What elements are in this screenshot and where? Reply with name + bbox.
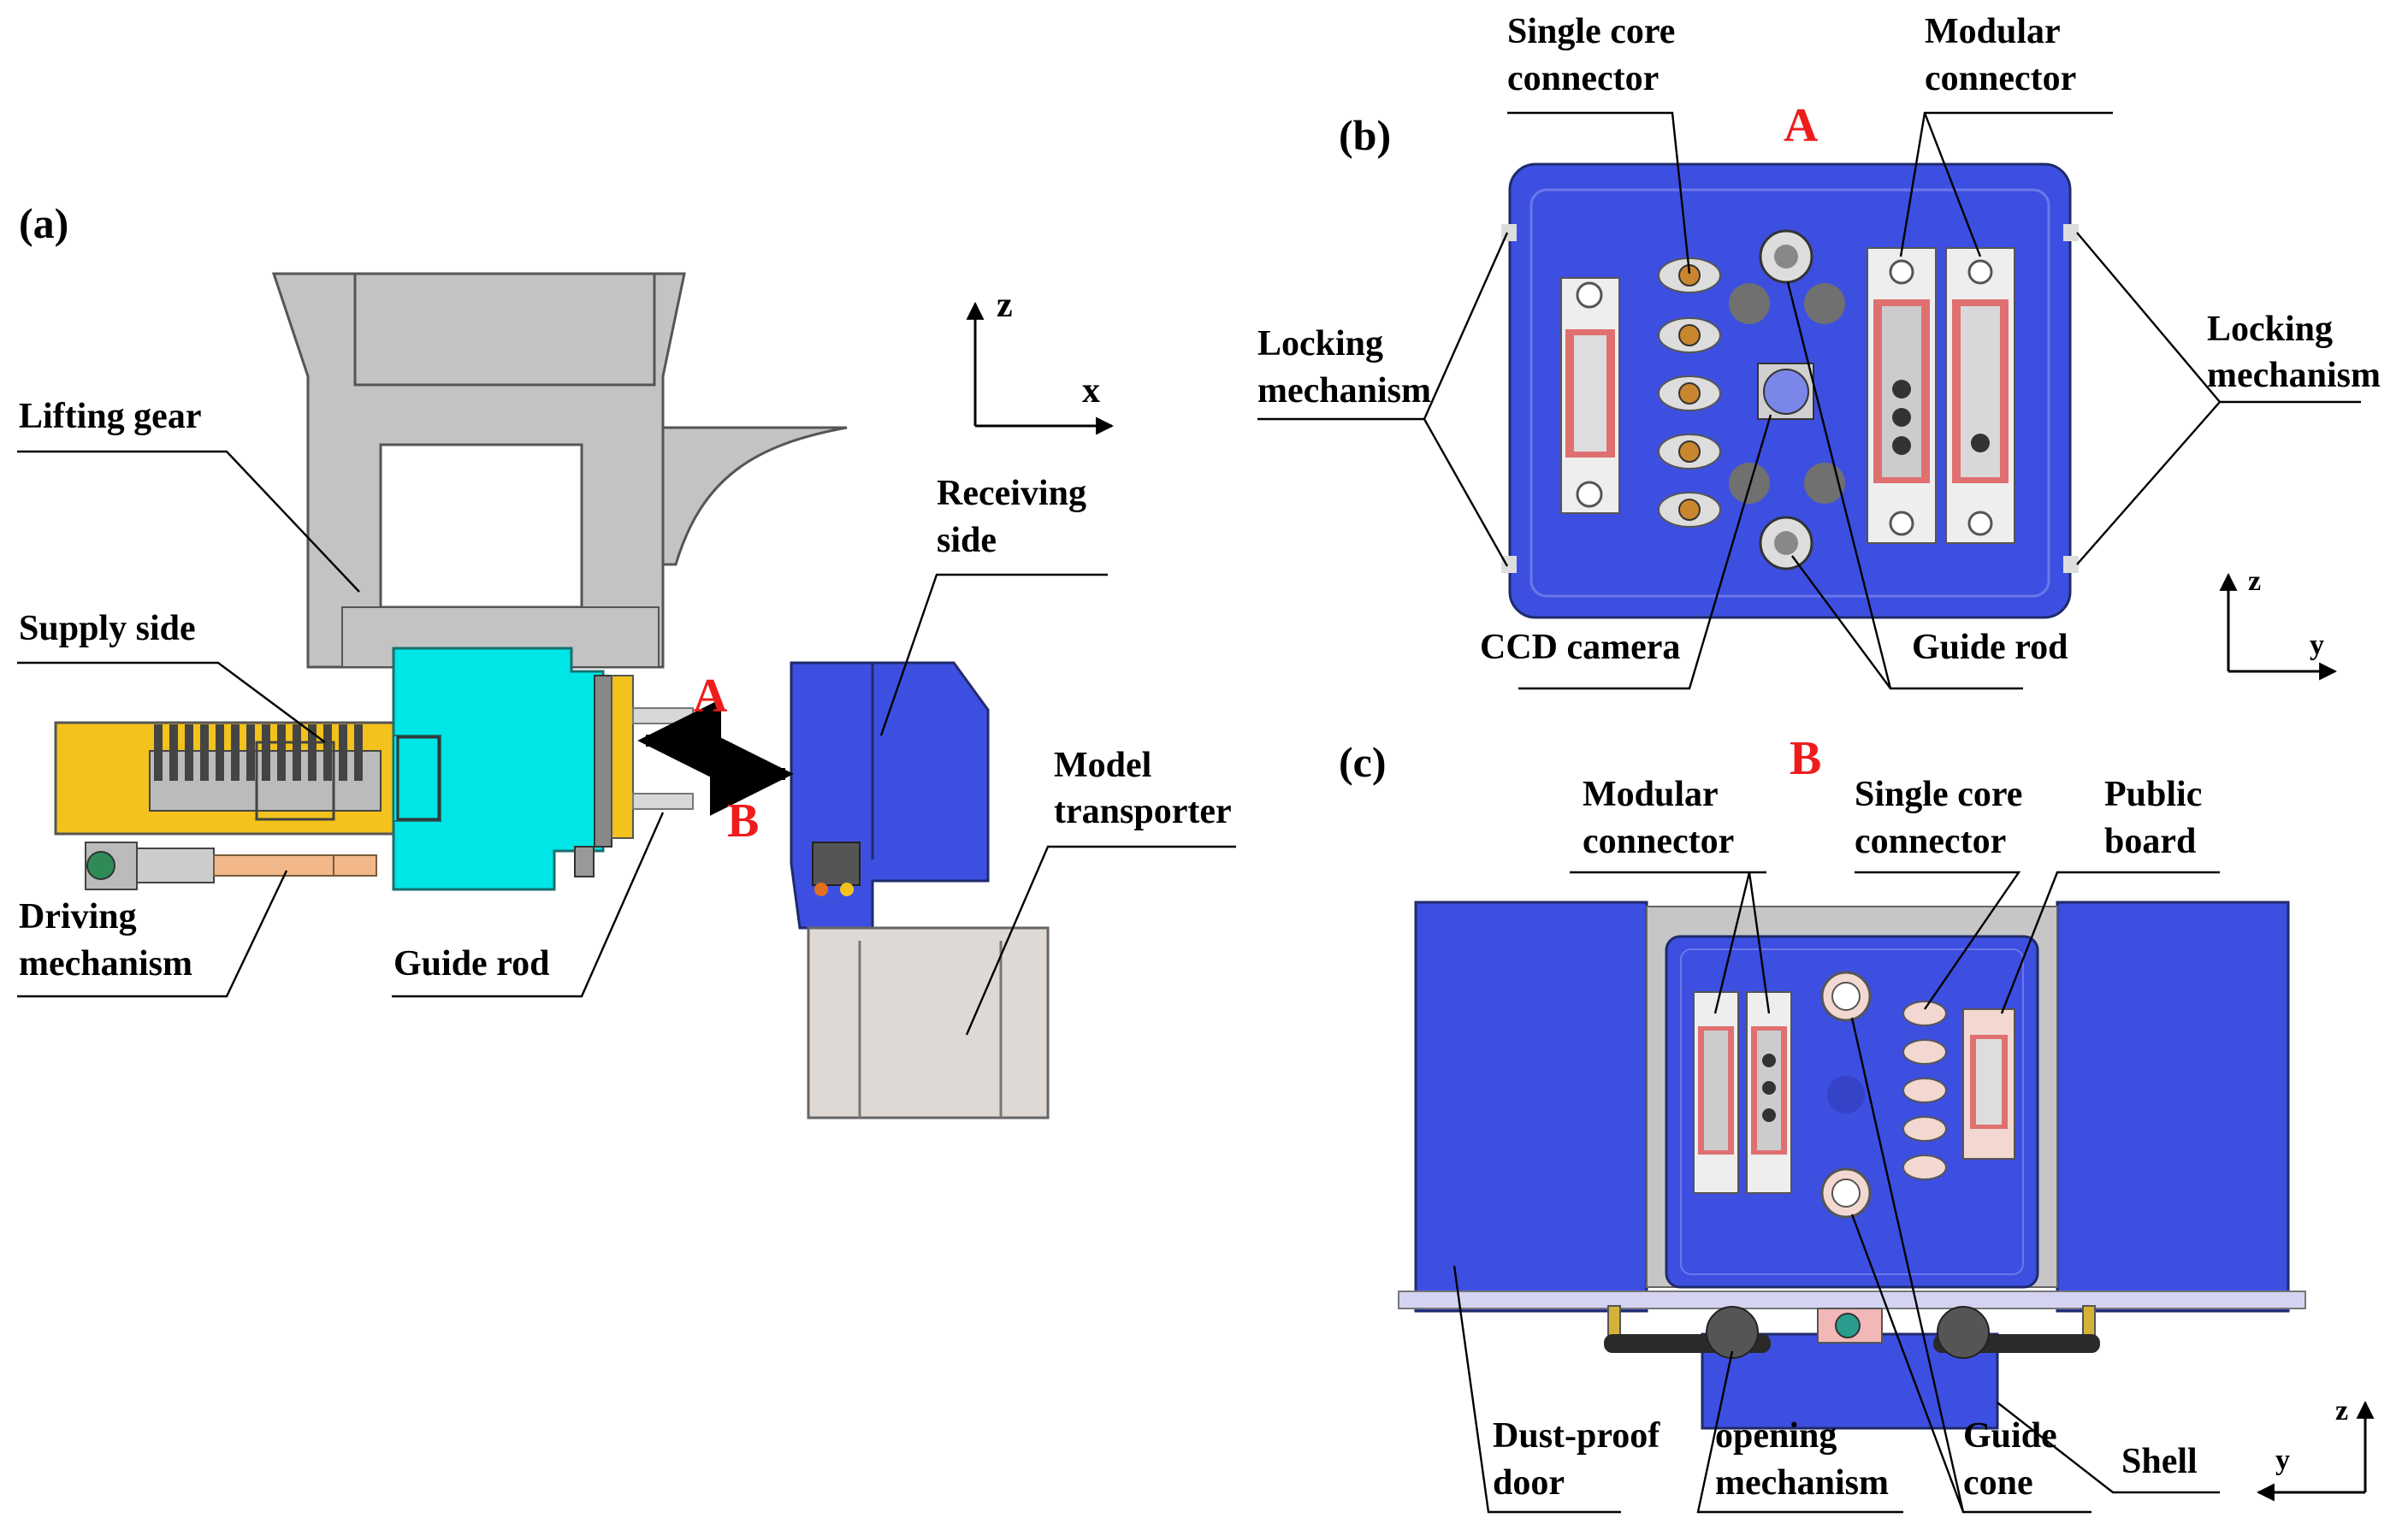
marker-b-panel-c: B [1790,732,1821,785]
label-guide-cone-1: Guide [1963,1416,2057,1456]
label-modular-2-c: connector [1583,822,1734,861]
modular-connector-left-b [1560,277,1620,514]
label-dust-2: door [1493,1463,1565,1503]
label-driving-2: mechanism [19,944,192,984]
label-public-1: Public [2104,775,2202,814]
axis-z-label-b: z [2248,565,2261,597]
axis-z-label: z [997,286,1013,325]
receiving-side-block [790,661,990,930]
axes-yz-c: z y [2256,1395,2375,1502]
axis-y-label-b: y [2310,629,2324,661]
label-modular-1-c: Modular [1583,775,1719,814]
supply-side-drive [54,721,412,836]
label-locking-left-2: mechanism [1257,371,1431,411]
model-transporter [807,926,1050,1119]
hex-bolts-b [1729,283,1845,504]
label-single-core-1-b: Single core [1507,12,1675,51]
driving-mechanism-parts [85,842,377,890]
single-core-connectors-b [1658,257,1721,528]
opening-mechanism-parts [1604,1305,2100,1359]
label-locking-right-2: mechanism [2207,356,2381,395]
label-locking-left-1: Locking [1257,324,1383,363]
label-single-core-2-c: connector [1855,822,2006,861]
label-modular-2-b: connector [1925,59,2076,98]
label-locking-right-1: Locking [2207,310,2333,349]
single-core-connectors-c [1902,1001,1947,1180]
axes-yz-b: z y [2219,565,2338,681]
label-supply-side: Supply side [19,609,196,648]
label-opening-1: opening [1715,1416,1837,1456]
label-driving-1: Driving [19,897,137,936]
supply-side-block [392,647,694,891]
marker-a: A [693,670,728,723]
modular-connector-mid-b [1867,247,1937,544]
axes-xz: z x [966,286,1115,435]
label-dust-1: Dust-proof [1493,1416,1660,1456]
guide-rods-b [1759,229,1813,570]
axis-y-label-c: y [2275,1444,2290,1476]
label-opening-2: mechanism [1715,1463,1889,1503]
label-receiving-1: Receiving [937,474,1086,513]
marker-b: B [727,794,759,848]
ccd-camera [1757,363,1814,420]
label-modular-1-b: Modular [1925,12,2061,51]
panel-a-tag: (a) [19,199,68,247]
label-public-2: board [2104,822,2196,861]
label-guide-cone-2: cone [1963,1463,2033,1503]
label-single-core-1-c: Single core [1855,775,2022,814]
panel-c: (c) B [1339,732,2375,1514]
axis-x-label: x [1082,371,1100,411]
public-board [1962,1008,2015,1160]
guide-cones-c [1820,971,1872,1219]
label-single-core-2-b: connector [1507,59,1659,98]
label-receiving-2: side [937,521,997,560]
panel-a: (a) [17,199,1236,1119]
label-model-1: Model [1054,746,1151,785]
lifting-gear-frame [271,272,848,669]
label-guide-rod-a: Guide rod [393,944,549,984]
label-guide-rod-b: Guide rod [1912,628,2068,667]
panel-c-tag: (c) [1339,738,1387,786]
label-shell: Shell [2121,1442,2198,1481]
axis-z-label-c: z [2335,1395,2348,1427]
modular-connectors-c [1693,991,1792,1194]
label-lifting-gear: Lifting gear [19,397,201,436]
panel-b: (b) A [1257,12,2381,690]
marker-b-panel-a: A [1784,99,1819,152]
panel-b-tag: (b) [1339,111,1391,159]
label-ccd-camera: CCD camera [1480,628,1680,667]
label-model-2: transporter [1054,792,1232,831]
dust-proof-doors [1398,901,2306,1313]
modular-connector-right-b [1945,247,2015,544]
